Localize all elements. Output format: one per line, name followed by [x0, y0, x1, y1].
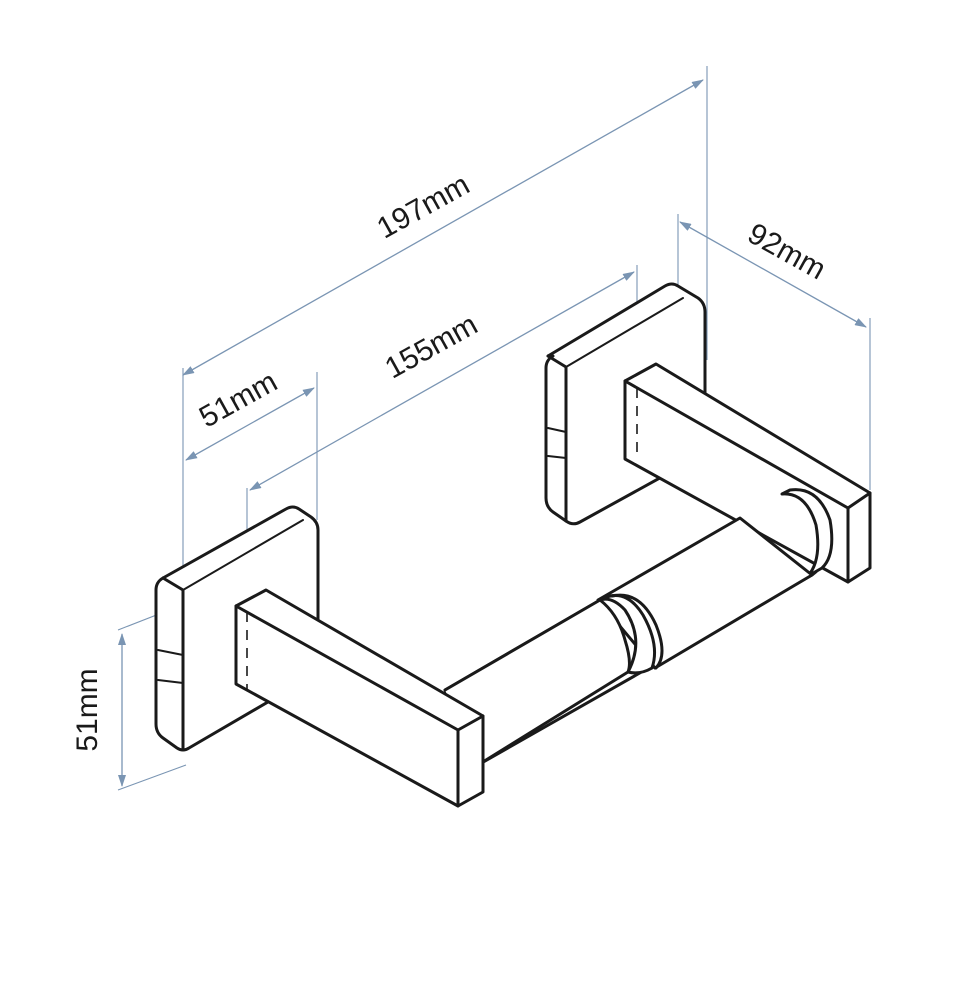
- dim-line-51-width: [185, 387, 315, 461]
- label-155mm: 155mm: [380, 308, 484, 385]
- dim-line-92: [679, 221, 867, 328]
- roll-sleeve: [443, 516, 814, 767]
- hidden-lines: [246, 388, 638, 690]
- left-arm: [234, 588, 485, 808]
- dimension-lines: [117, 66, 871, 791]
- right-arm: [623, 362, 872, 584]
- label-51mm-width: 51mm: [194, 365, 283, 434]
- label-197mm: 197mm: [372, 168, 476, 245]
- holder-object: [154, 282, 872, 808]
- label-51mm-height: 51mm: [71, 668, 104, 751]
- label-92mm: 92mm: [742, 217, 831, 286]
- extension-line-height-bottom: [117, 764, 187, 791]
